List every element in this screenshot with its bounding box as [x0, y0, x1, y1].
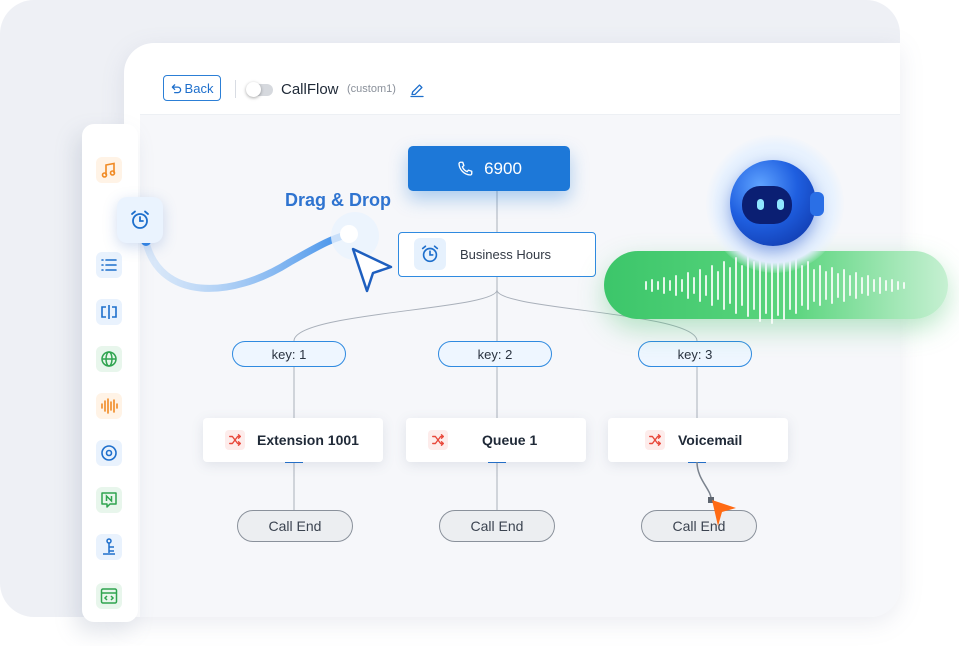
list-icon[interactable]: [96, 252, 122, 278]
drag-drop-label: Drag & Drop: [285, 190, 392, 210]
output-port[interactable]: [488, 461, 506, 463]
text-cursor-icon[interactable]: [96, 299, 122, 325]
voicemail-node[interactable]: Voicemail: [608, 418, 788, 462]
music-note-icon[interactable]: [96, 157, 122, 183]
start-node[interactable]: 6900: [408, 146, 570, 191]
code-window-icon[interactable]: [96, 583, 122, 609]
pointer-cursor-icon: [712, 500, 736, 526]
business-hours-node[interactable]: Business Hours: [398, 232, 596, 277]
phone-icon: [458, 161, 473, 176]
back-label: Back: [184, 80, 214, 96]
robot-eye: [757, 199, 764, 210]
start-node-label: 6900: [484, 158, 522, 178]
queue-node[interactable]: Queue 1: [406, 418, 586, 462]
call-end-pill[interactable]: Call End: [439, 510, 555, 542]
toggle-knob: [246, 82, 261, 97]
robot-eye: [777, 199, 784, 210]
key-2-pill[interactable]: key: 2: [438, 341, 552, 367]
flow-toggle[interactable]: [246, 82, 273, 97]
flow-title: CallFlow: [281, 81, 339, 98]
key-3-pill[interactable]: key: 3: [638, 341, 752, 367]
divider: [235, 80, 236, 98]
queue-label: Queue 1: [482, 432, 538, 448]
extension-label: Extension 1001: [257, 432, 359, 448]
key-1-pill[interactable]: key: 1: [232, 341, 346, 367]
globe-icon[interactable]: [96, 346, 122, 372]
alarm-clock-icon: [414, 238, 446, 270]
robot-ear: [810, 192, 824, 216]
shuffle-icon: [225, 430, 245, 450]
pencil-icon[interactable]: [409, 82, 425, 98]
shuffle-icon: [428, 430, 448, 450]
business-hours-label: Business Hours: [460, 247, 552, 262]
ivr-tree-icon[interactable]: [96, 534, 122, 560]
undo-arrow-icon: [171, 83, 181, 93]
notification-n-icon[interactable]: [96, 487, 122, 513]
robot-face: [742, 186, 792, 224]
call-end-pill[interactable]: Call End: [641, 510, 757, 542]
audio-wave-icon[interactable]: [96, 393, 122, 419]
pointer-cursor-icon: [351, 247, 393, 293]
back-button[interactable]: Back: [163, 75, 221, 101]
voicemail-label: Voicemail: [678, 432, 743, 448]
alarm-clock-icon: [131, 210, 149, 229]
flow-subtitle: (custom1): [347, 83, 396, 95]
dragged-node-chip[interactable]: [117, 197, 163, 243]
extension-node[interactable]: Extension 1001: [203, 418, 383, 462]
target-icon[interactable]: [96, 440, 122, 466]
call-end-pill[interactable]: Call End: [237, 510, 353, 542]
output-port[interactable]: [285, 461, 303, 463]
shuffle-icon: [645, 430, 665, 450]
